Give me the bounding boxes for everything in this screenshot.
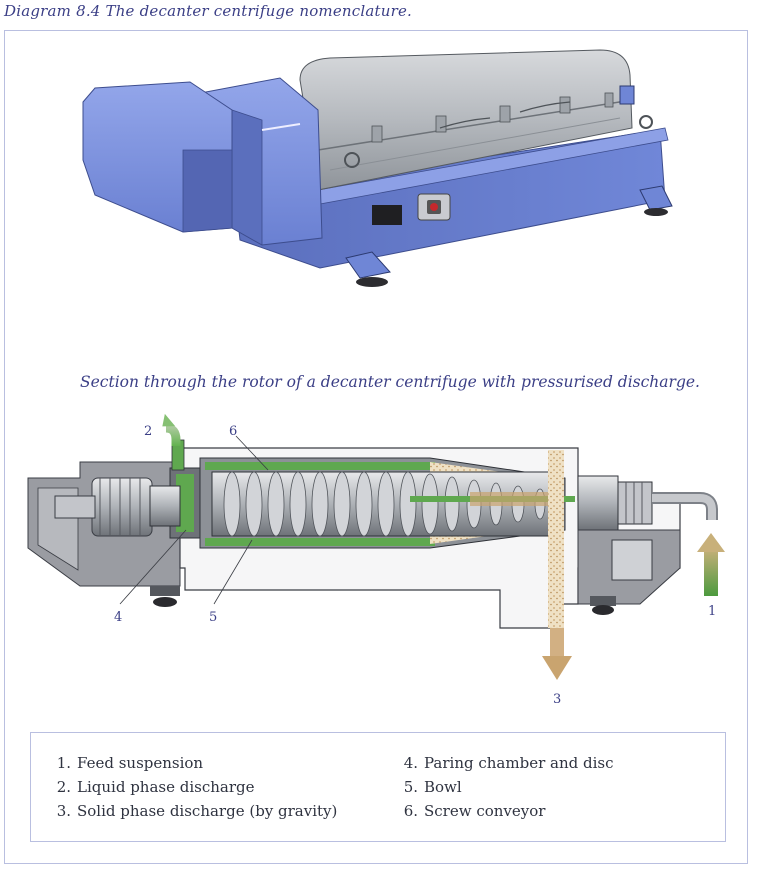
section-view — [27, 413, 725, 680]
callout-4: 4 — [114, 610, 123, 625]
legend-number: 6. — [403, 802, 418, 820]
legend-label: Liquid phase discharge — [77, 778, 255, 796]
legend-label: Paring chamber and disc — [424, 754, 614, 772]
callout-3: 3 — [553, 692, 562, 707]
legend-label: Feed suspension — [77, 754, 204, 772]
legend-item: 6. Screw conveyor — [398, 799, 613, 823]
legend-item: 4. Paring chamber and disc — [398, 751, 614, 775]
legend-label: Solid phase discharge (by gravity) — [77, 802, 338, 820]
diagram-frame — [4, 30, 748, 864]
legend-column-right: 4. Paring chamber and disc 5. Bowl 6. Screw… — [398, 751, 614, 823]
callout-2: 2 — [144, 424, 153, 439]
diagram-title: Diagram 8.4 The decanter centrifuge nome… — [4, 2, 413, 20]
legend-item: 5. Bowl — [398, 775, 613, 799]
legend-number: 1. — [56, 754, 71, 772]
legend-label: Bowl — [424, 778, 462, 796]
legend-item: 3. Solid phase discharge (by gravity) — [51, 799, 338, 823]
legend-number: 3. — [56, 802, 71, 820]
callout-6: 6 — [229, 424, 238, 439]
legend-box: 1. Feed suspension 2. Liquid phase dischar… — [30, 732, 726, 842]
legend-item: 2. Liquid phase discharge — [51, 775, 337, 799]
legend-label: Screw conveyor — [424, 802, 546, 820]
legend-number: 4. — [403, 754, 418, 772]
callout-1: 1 — [708, 604, 717, 619]
machine-3d-view — [82, 49, 673, 287]
section-subtitle: Section through the rotor of a decanter … — [80, 373, 700, 391]
legend-column-left: 1. Feed suspension 2. Liquid phase dischar… — [51, 751, 338, 823]
legend-number: 2. — [56, 778, 71, 796]
legend-number: 5. — [403, 778, 418, 796]
callout-5: 5 — [209, 610, 218, 625]
legend-item: 1. Feed suspension — [51, 751, 337, 775]
